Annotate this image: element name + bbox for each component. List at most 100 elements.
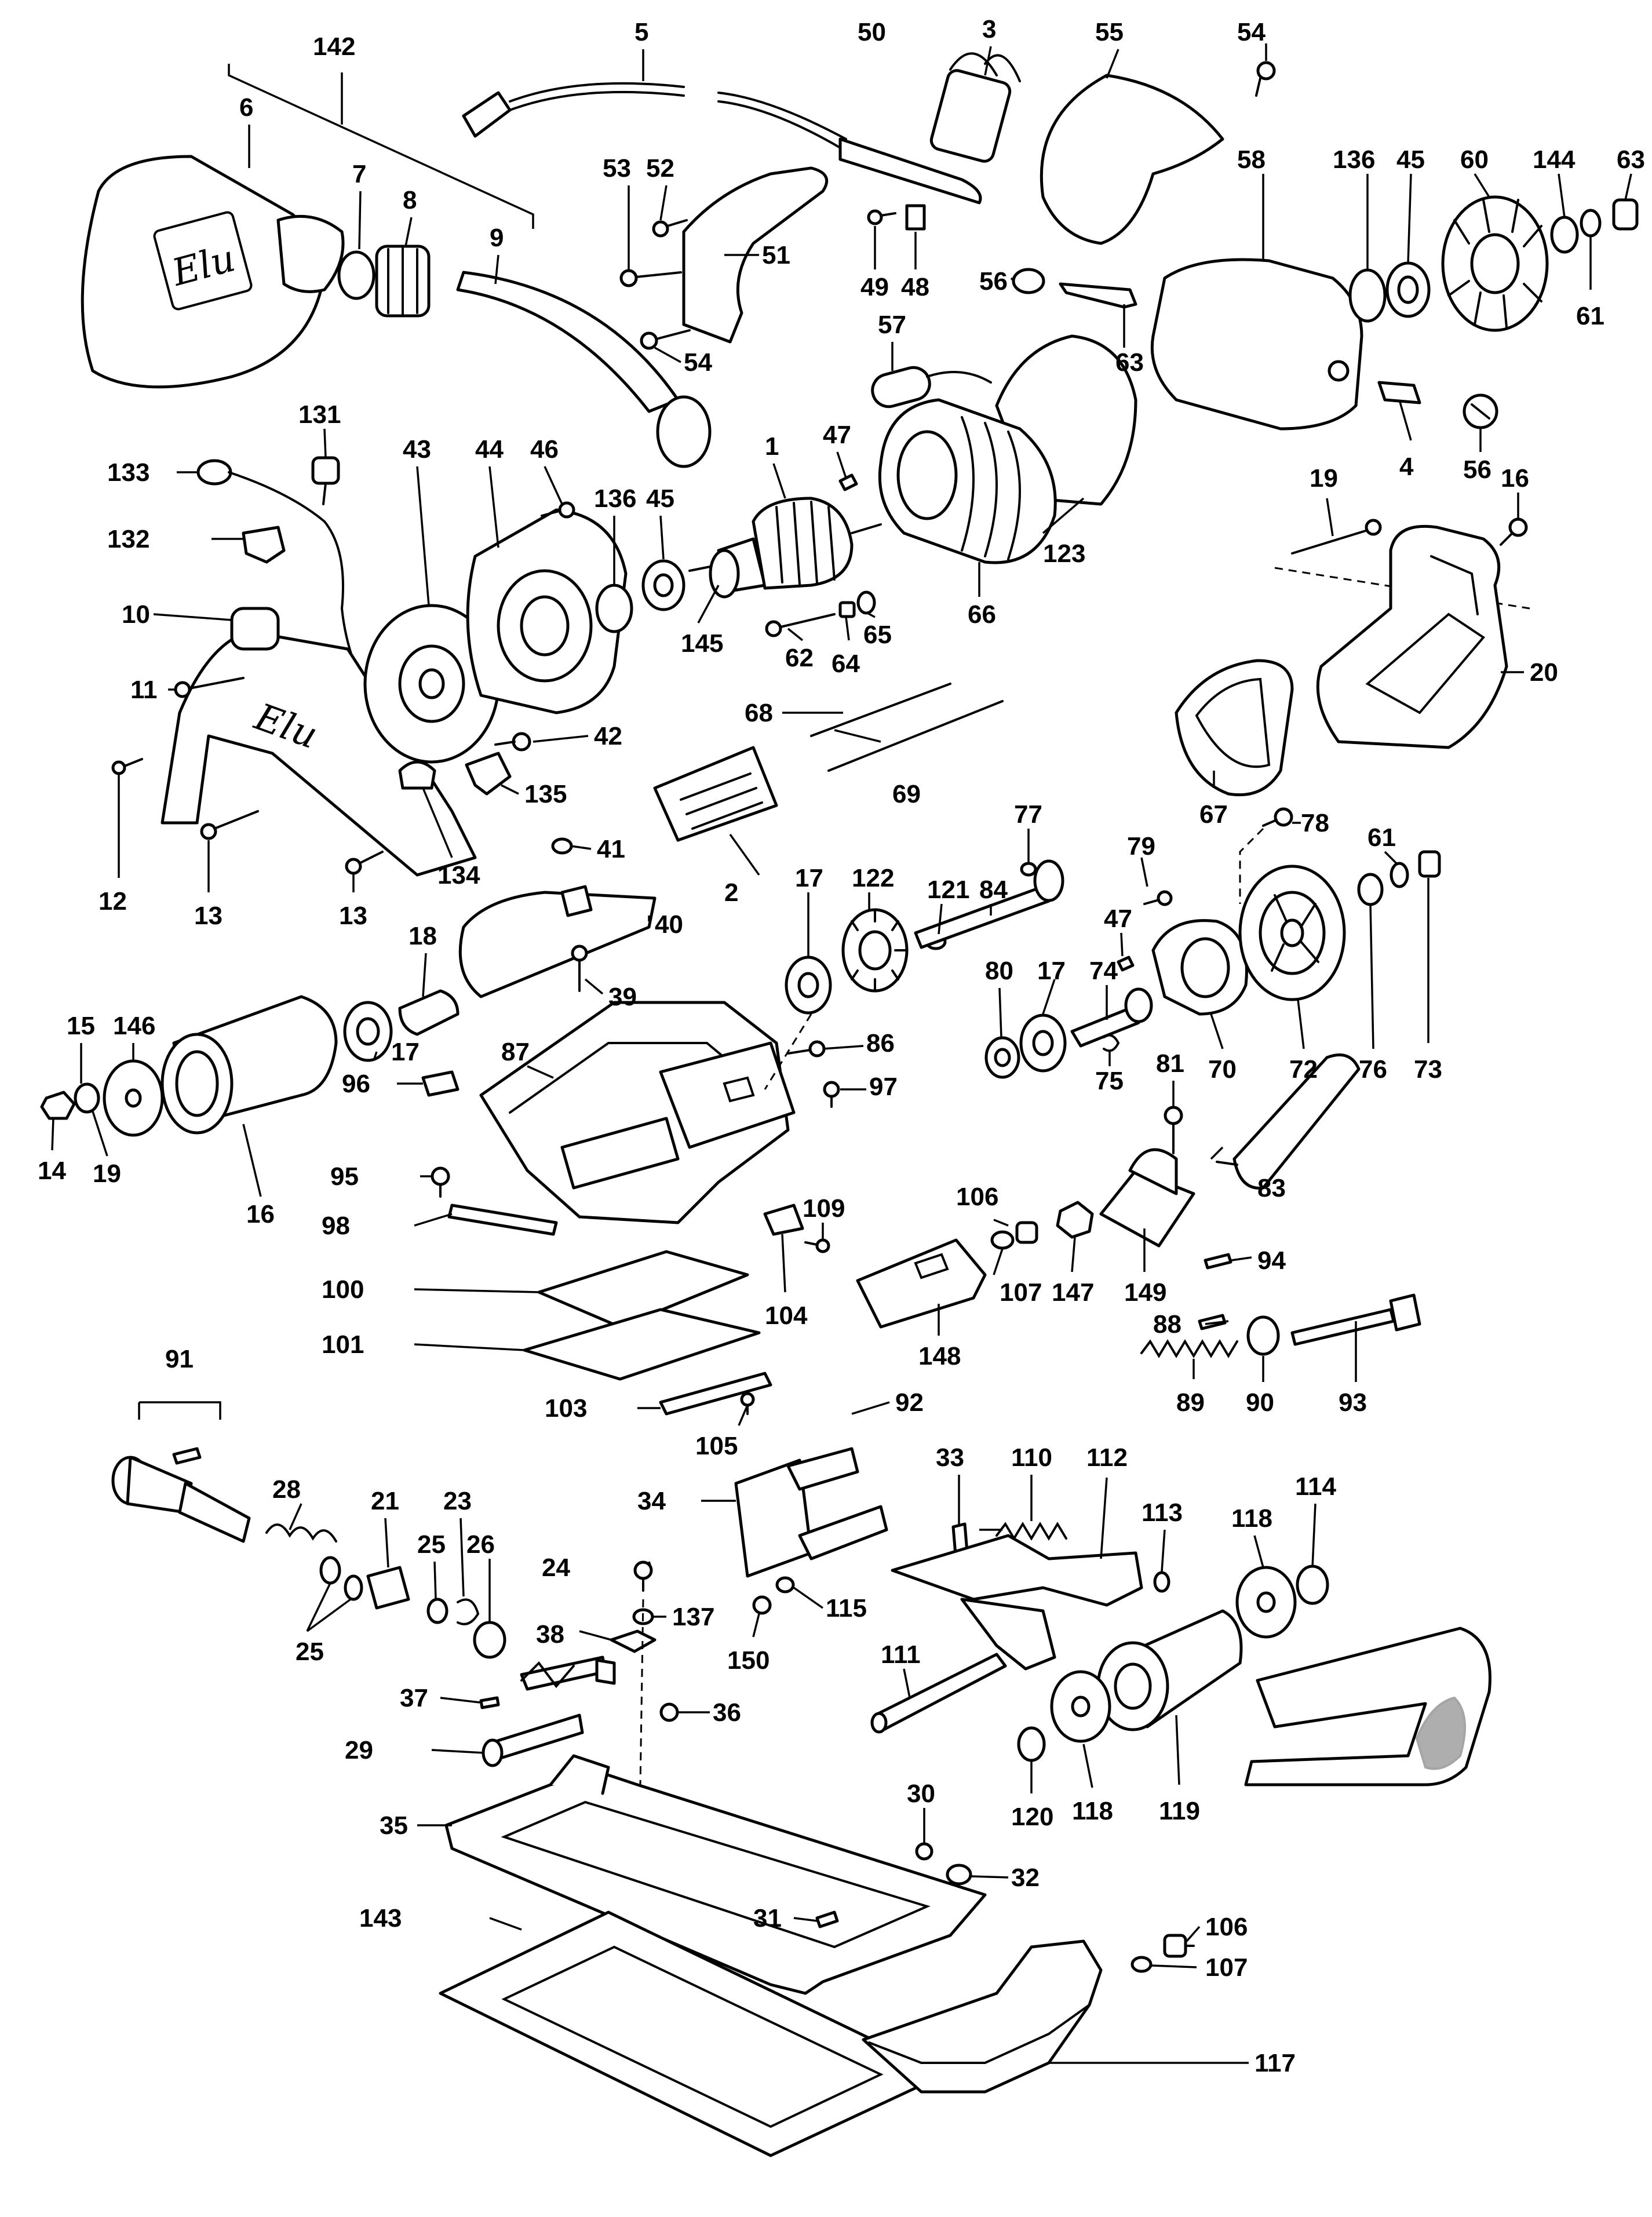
label-100: 95: [330, 1162, 359, 1191]
callout-labels: 142 6 7 8 9 5 50 3 55 54 53 52 51 54 49 …: [38, 15, 1645, 2077]
label-53: 53: [603, 154, 631, 183]
label-142: 142: [313, 32, 355, 61]
label-136-mid: 136: [594, 484, 636, 513]
label-29: 37: [400, 1684, 428, 1712]
label-131: 131: [298, 400, 341, 429]
gear-84: [841, 908, 909, 993]
plug-131: [311, 456, 340, 505]
strip-101: [447, 1204, 558, 1236]
label-148-bottom: 106: [1205, 1913, 1248, 1941]
label-5: 5: [634, 18, 648, 46]
bearing-17-left: [343, 1001, 393, 1062]
screw-39: [571, 945, 588, 992]
label-28: 92: [895, 1388, 924, 1417]
screw-148-mid: [1015, 1221, 1038, 1244]
label-91: 93: [1339, 1388, 1367, 1417]
pin-29: [479, 1696, 500, 1709]
label-17-left: 17: [391, 1038, 420, 1066]
pin-89: [1204, 1253, 1232, 1270]
motor-housing-58: [1150, 258, 1363, 431]
label-56-right: 56: [1463, 455, 1491, 484]
screw-148-bottom: [1163, 1934, 1195, 1958]
label-14: 14: [38, 1157, 66, 1185]
screw-109: [740, 1392, 755, 1415]
label-133: 133: [107, 458, 149, 487]
label-42: 42: [594, 722, 622, 750]
bracket-75: [1151, 919, 1248, 1016]
label-32: 31: [753, 1904, 782, 1932]
label-119: 111: [881, 1640, 921, 1669]
clip-78: [1020, 862, 1037, 877]
label-147-mid: 107: [1000, 1278, 1042, 1307]
washer-69: [856, 590, 876, 615]
screw-13-right: [345, 851, 384, 875]
brush-cap-56-top: [1012, 268, 1045, 294]
label-95: 97: [869, 1073, 898, 1101]
capacitor-57: [871, 366, 992, 409]
label-46: 46: [530, 435, 559, 464]
label-35: 36: [713, 1698, 741, 1727]
screw-54-mid: [640, 329, 691, 350]
label-10: 10: [122, 600, 150, 629]
cover-149: [856, 1238, 987, 1329]
label-2: 66: [968, 600, 996, 629]
label-136-top: 136: [1333, 145, 1375, 174]
circlip-81: [1103, 1034, 1120, 1052]
label-112: 33: [936, 1443, 964, 1472]
label-87: 81: [1156, 1049, 1184, 1078]
label-34: 30: [907, 1780, 935, 1808]
frame-97: [479, 1001, 796, 1224]
label-149: 148: [918, 1342, 961, 1370]
label-38: 24: [542, 1554, 570, 1582]
label-26: 23: [443, 1487, 472, 1515]
washer-136-top: [1348, 268, 1387, 323]
carbon-brush-4-top: [1059, 282, 1137, 309]
nut-92: [1246, 1315, 1280, 1356]
label-51: 51: [762, 241, 790, 269]
screw-49: [867, 209, 896, 225]
label-4-right: 4: [1399, 453, 1414, 481]
label-56-top: 56: [979, 267, 1008, 296]
screw-46: [541, 501, 575, 519]
clip-41: [551, 837, 573, 855]
washer-136-mid: [595, 584, 633, 633]
screw-35: [659, 1702, 679, 1722]
clip-106: [763, 1204, 804, 1236]
washer-72: [1357, 873, 1384, 906]
label-4-top: 63: [1115, 348, 1144, 377]
label-80: 74: [1089, 957, 1118, 985]
nut-70: [1418, 850, 1441, 878]
label-61-top: 61: [1576, 302, 1604, 330]
label-18: 18: [409, 922, 437, 950]
label-105: 101: [322, 1330, 364, 1359]
key-47-right: [1117, 956, 1135, 972]
spring-23: [265, 1523, 337, 1543]
nut-63: [1612, 198, 1639, 231]
label-15: 15: [67, 1012, 95, 1040]
label-70: 73: [1414, 1055, 1442, 1084]
washer-117: [1017, 1726, 1046, 1762]
label-104: 103: [545, 1394, 587, 1423]
clip-114: [1153, 1571, 1170, 1593]
label-103: 100: [322, 1275, 364, 1304]
label-58: 58: [1237, 145, 1266, 174]
nut-94: [1056, 1201, 1094, 1239]
label-90: 88: [1153, 1310, 1181, 1339]
label-109: 105: [695, 1432, 738, 1460]
label-123: 68: [745, 699, 773, 727]
label-117: 120: [1011, 1803, 1053, 1831]
label-24-top: 25: [417, 1530, 446, 1559]
stator-2: [878, 398, 1057, 564]
label-115: 114: [1295, 1472, 1337, 1501]
drive-belt-66: [1175, 659, 1294, 797]
label-41: 41: [597, 835, 625, 863]
pin-90: [1198, 1314, 1227, 1330]
idler-roller-116: [1096, 1609, 1243, 1731]
label-47-top: 47: [823, 421, 851, 449]
label-121: 2: [724, 878, 738, 907]
label-44: 44: [475, 435, 504, 464]
label-8: 8: [403, 186, 417, 214]
screw-64: [1500, 517, 1528, 546]
washer-24-a: [319, 1556, 341, 1585]
label-96: 86: [866, 1029, 895, 1058]
